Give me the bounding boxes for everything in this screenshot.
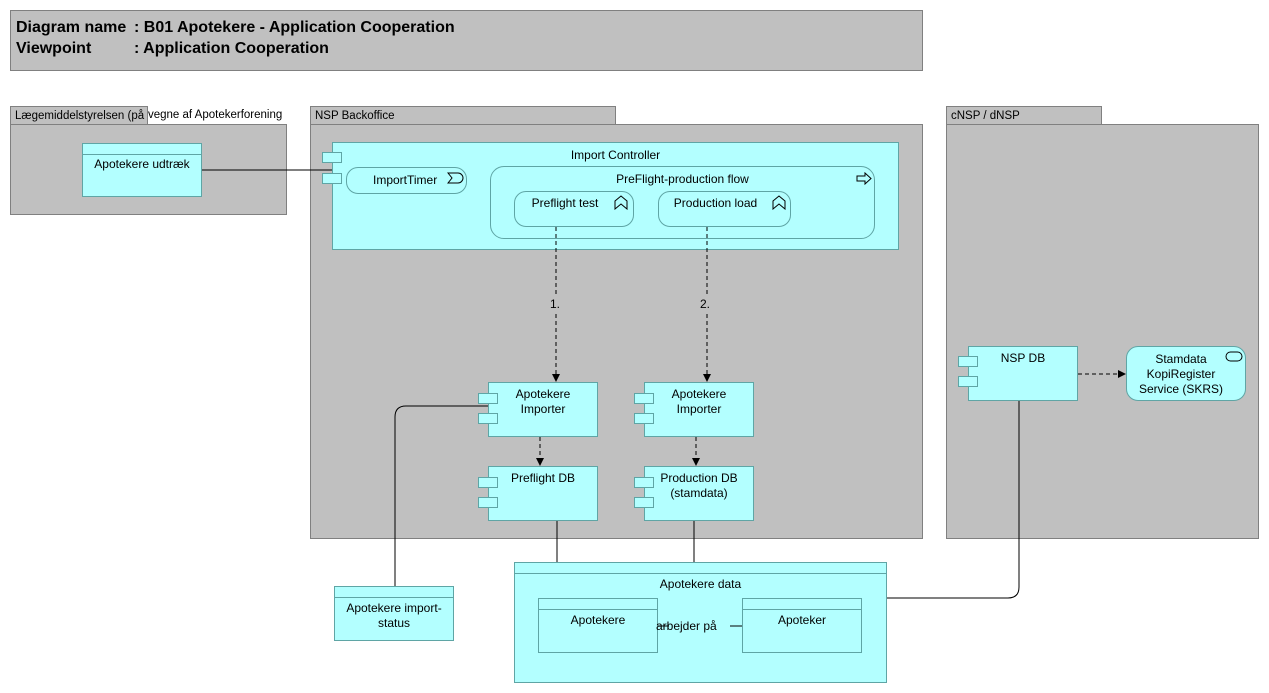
diagram-name-label: Diagram name — [16, 19, 127, 36]
apotekere-object-label: Apotekere — [570, 613, 626, 627]
importer2-line2: Importer — [676, 402, 722, 416]
apotekere-importer-preflight-component[interactable]: Apotekere Importer — [488, 382, 598, 437]
object-header — [335, 587, 453, 598]
function-chevron-icon — [614, 195, 628, 210]
importer1-line2: Importer — [520, 402, 566, 416]
viewpoint-label: Viewpoint — [16, 40, 92, 57]
group-laegemiddel-tab[interactable]: Lægemiddelstyrelsen (på — [10, 106, 148, 125]
service-icon — [1225, 351, 1243, 362]
viewpoint-row: Viewpoint : Application Cooperation — [16, 38, 917, 59]
production-load-function[interactable]: Production load — [658, 191, 791, 227]
function-chevron-icon — [772, 195, 786, 210]
nsp-db-label: NSP DB — [1000, 351, 1046, 365]
component-icon — [478, 393, 498, 404]
preflight-db-component[interactable]: Preflight DB — [488, 466, 598, 521]
import-timer-label: ImportTimer — [373, 173, 438, 187]
component-icon — [958, 356, 978, 367]
object-header — [743, 599, 861, 610]
import-timer-event[interactable]: ImportTimer — [346, 167, 467, 194]
apoteker-object-label: Apoteker — [777, 613, 827, 627]
importer1-line1: Apotekere — [515, 387, 571, 401]
apotekere-udtraek-object[interactable]: Apotekere udtræk — [82, 143, 202, 197]
diagram-name-row: Diagram name : B01 Apotekere - Applicati… — [16, 17, 917, 38]
association-nsp-db-data[interactable] — [887, 401, 1020, 599]
association-importer-import-status[interactable] — [394, 405, 488, 586]
nsp-db-component[interactable]: NSP DB — [968, 346, 1078, 401]
skrs-line2: KopiRegister — [1146, 367, 1216, 381]
flow-label-step1: 1. — [550, 297, 561, 311]
component-icon — [634, 477, 654, 488]
apoteker-object[interactable]: Apoteker — [742, 598, 862, 653]
object-header — [539, 599, 657, 610]
component-icon — [958, 376, 978, 387]
import-status-line2: status — [377, 616, 410, 630]
production-db-line2: (stamdata) — [670, 486, 728, 500]
importer2-line1: Apotekere — [671, 387, 727, 401]
component-icon — [634, 413, 654, 424]
object-header — [515, 563, 886, 574]
diagram-name-value: : B01 Apotekere - Application Cooperatio… — [134, 19, 455, 36]
process-arrow-icon — [856, 172, 872, 185]
import-status-label: Apotekere import- status — [335, 598, 453, 631]
flow-label-step2: 2. — [700, 297, 711, 311]
group-cnsp[interactable] — [946, 124, 1259, 539]
preflight-production-flow-title: PreFlight-production flow — [616, 172, 749, 186]
production-db-component[interactable]: Production DB (stamdata) — [644, 466, 754, 521]
group-nsp-backoffice-title: NSP Backoffice — [315, 110, 395, 122]
group-laegemiddel-title: Lægemiddelstyrelsen (på — [15, 110, 145, 122]
component-icon — [322, 173, 342, 184]
component-icon — [478, 497, 498, 508]
production-db-line1: Production DB — [660, 471, 738, 485]
group-laegemiddel-title-overflow: vegne af Apotekerforening — [148, 106, 287, 125]
apotekere-importer-production-component[interactable]: Apotekere Importer — [644, 382, 754, 437]
preflight-db-label: Preflight DB — [510, 471, 576, 485]
import-status-line1: Apotekere import- — [346, 601, 442, 615]
preflight-test-function[interactable]: Preflight test — [514, 191, 634, 227]
skrs-line3: Service (SKRS) — [1138, 382, 1224, 396]
apotekere-object[interactable]: Apotekere — [538, 598, 658, 653]
component-icon — [322, 152, 342, 163]
skrs-line1: Stamdata — [1155, 352, 1207, 366]
component-icon — [634, 497, 654, 508]
apotekere-data-title: Apotekere data — [659, 577, 742, 591]
group-cnsp-title: cNSP / dNSP — [951, 110, 1020, 122]
component-icon — [478, 413, 498, 424]
component-icon — [478, 477, 498, 488]
group-cnsp-tab[interactable]: cNSP / dNSP — [946, 106, 1102, 125]
preflight-test-label: Preflight test — [531, 196, 599, 210]
object-header — [83, 144, 201, 155]
relation-label-arbejder-pa: arbejder på — [656, 619, 717, 633]
event-icon — [447, 172, 464, 184]
diagram-header: Diagram name : B01 Apotekere - Applicati… — [10, 10, 923, 71]
import-controller-title: Import Controller — [570, 148, 661, 162]
group-nsp-backoffice-tab[interactable]: NSP Backoffice — [310, 106, 616, 125]
apotekere-udtraek-label: Apotekere udtræk — [94, 157, 190, 171]
component-icon — [634, 393, 654, 404]
viewpoint-value: : Application Cooperation — [134, 40, 329, 57]
apotekere-import-status-object[interactable]: Apotekere import- status — [334, 586, 454, 641]
production-load-label: Production load — [673, 196, 758, 210]
